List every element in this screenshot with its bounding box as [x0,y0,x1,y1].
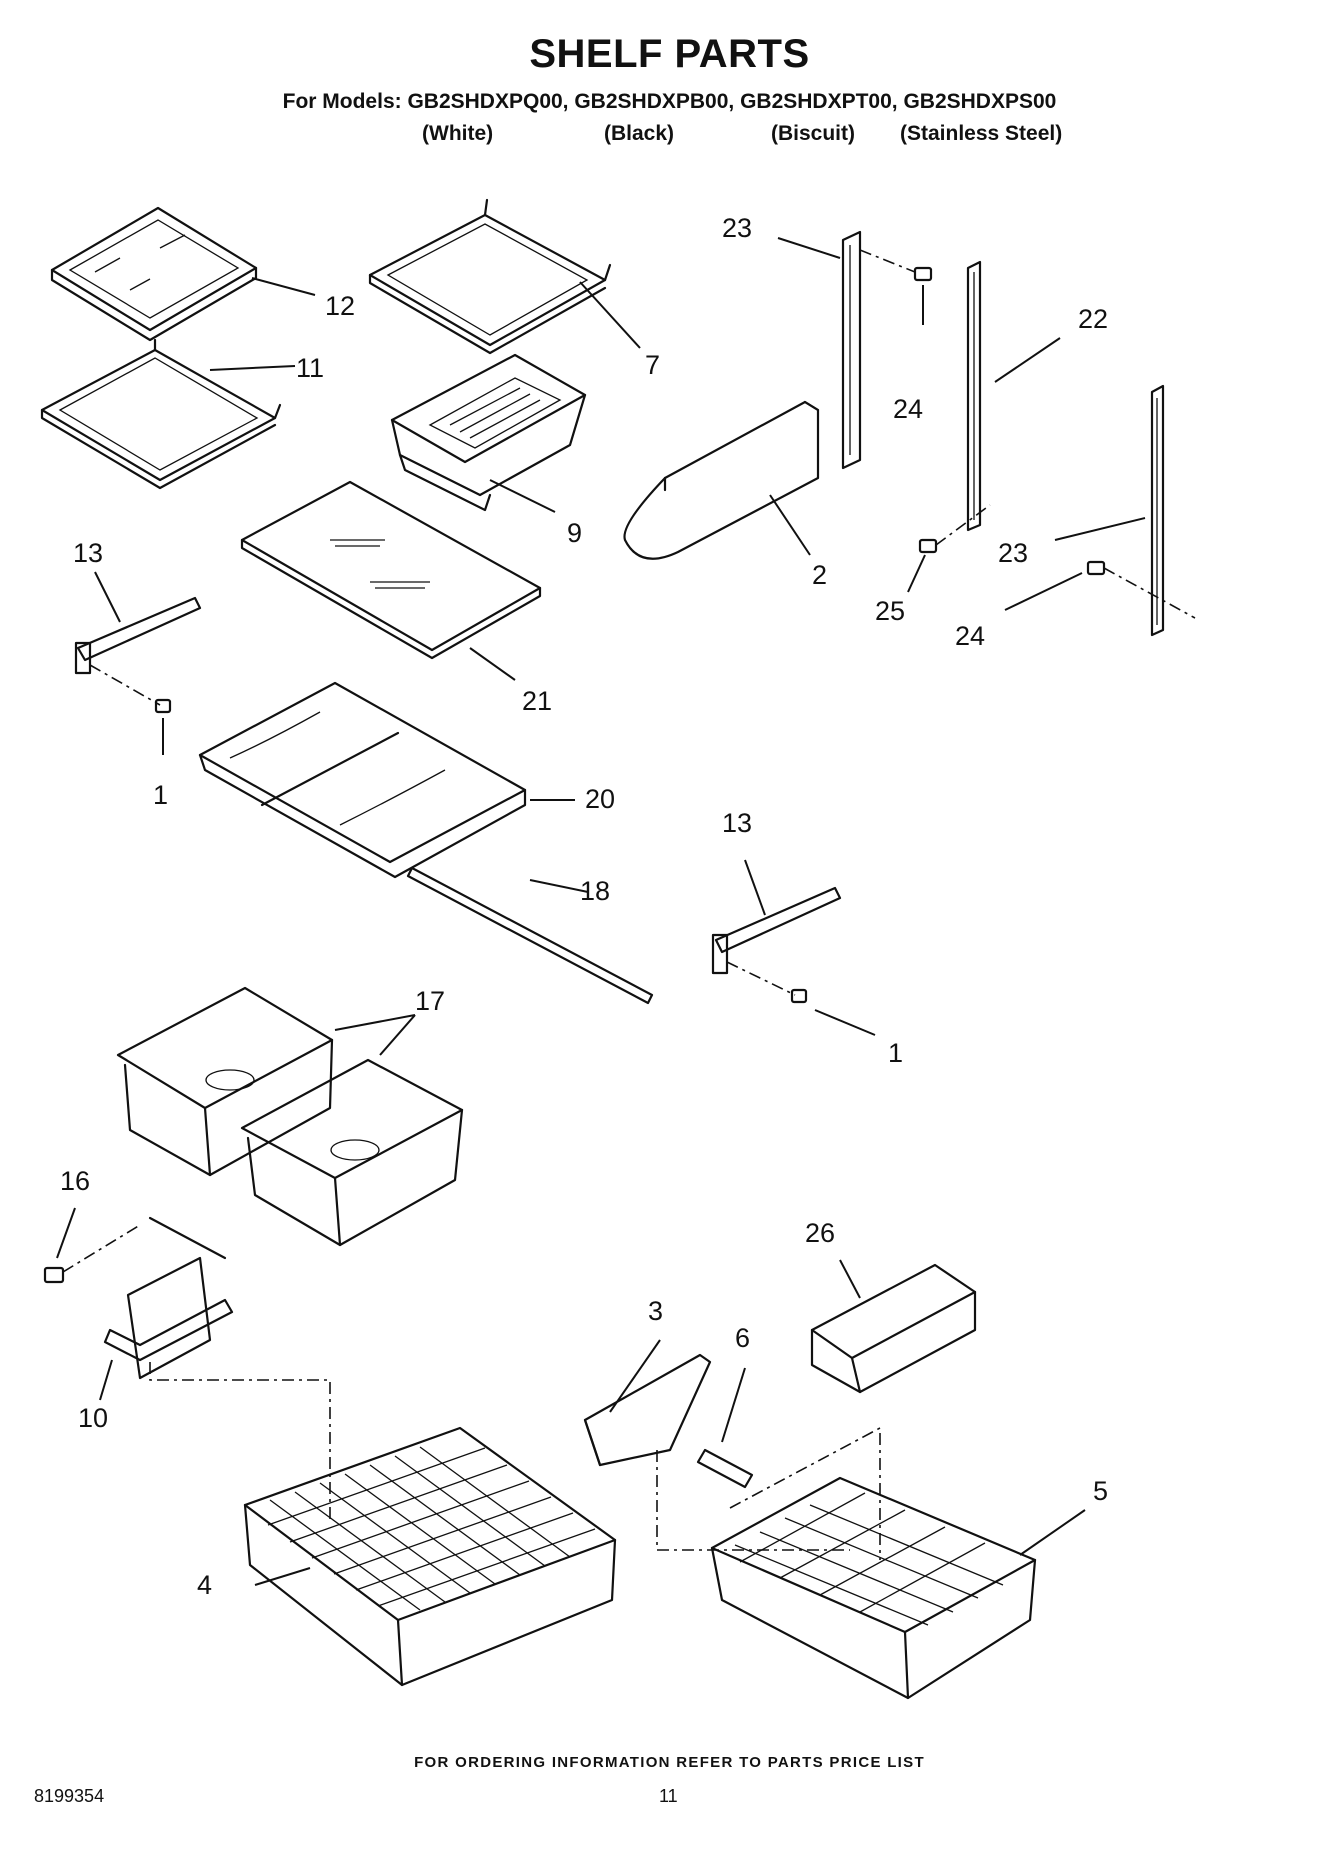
leader-23a [777,237,841,259]
part-17-crisper-pan-a [116,986,334,1177]
leader-18 [529,879,589,893]
leader-3 [609,1339,661,1413]
part-4-wire-basket [243,1426,617,1687]
leader-26 [839,1259,861,1299]
callout-23-top: 23 [722,213,753,243]
dashline-3-to-5 [656,1450,850,1551]
part-22-rail-center [966,260,982,532]
part-7-shelf-frame [368,198,612,355]
callout-3: 3 [648,1296,664,1326]
callout-1-right: 1 [888,1038,904,1068]
part-11-shelf-frame [40,338,282,490]
leader-13b [744,859,766,916]
leader-23b [1054,517,1146,541]
variant-biscuit: (Biscuit) [771,122,855,145]
part-5-wire-basket [710,1476,1037,1700]
dashline-10-to-4 [149,1362,331,1520]
callout-1-left: 1 [153,780,169,810]
callout-17: 17 [415,986,446,1016]
leader-10 [99,1359,113,1401]
callout-6: 6 [735,1323,751,1353]
leader-7 [579,281,641,349]
callout-4: 4 [197,1570,213,1600]
part-12-glass-shelf [50,206,258,342]
callout-23-right: 23 [998,538,1029,568]
callout-22: 22 [1078,304,1109,334]
callout-16: 16 [60,1166,91,1196]
leader-9 [489,479,556,513]
callout-24-bottom: 24 [955,621,986,651]
part-23-rail-right [1150,384,1165,637]
part-9-deli-drawer [390,353,587,512]
leader-16 [56,1207,76,1259]
leader-4 [254,1567,311,1586]
callout-13-right: 13 [722,808,753,838]
document-number: 8199354 [34,1786,105,1806]
part-13-support-left [74,596,202,714]
leader-25 [907,554,926,593]
callout-10: 10 [78,1403,109,1433]
leader-17b [379,1014,416,1056]
part-2-cover [623,400,820,560]
callout-13-left: 13 [73,538,104,568]
part-20-crisper-cover [198,681,527,879]
callout-2: 2 [812,560,828,590]
callout-18: 18 [580,876,611,906]
callout-5: 5 [1093,1476,1109,1506]
callout-12: 12 [325,291,356,321]
leader-2 [769,494,811,556]
part-6-tube [696,1448,754,1489]
leader-13a [94,571,121,623]
page-number: 11 [659,1786,678,1806]
part-23-rail-left [841,230,862,470]
leader-17a [334,1014,416,1031]
leader-24b [1004,572,1083,611]
part-16-screw [43,1224,141,1284]
dashline-6-to-5 [729,1426,881,1560]
part-24-screw-upper [859,249,933,282]
part-17-crisper-pan-b [240,1058,464,1247]
callout-26: 26 [805,1218,836,1248]
part-3-divider [583,1353,712,1467]
part-13-support-right [711,886,842,1004]
callout-24-top: 24 [893,394,924,424]
leader-22 [994,337,1061,383]
variant-black: (Black) [604,122,675,145]
ordering-note: FOR ORDERING INFORMATION REFER TO PARTS … [414,1754,925,1771]
callout-21: 21 [522,686,553,716]
callout-25: 25 [875,596,906,626]
variant-white: (White) [422,122,494,145]
callout-7: 7 [645,350,661,380]
leader-11 [209,365,296,371]
part-24-screw-lower [1086,560,1196,619]
part-10-divider [103,1216,234,1380]
page-title: SHELF PARTS [529,32,810,76]
leader-5 [1019,1509,1086,1556]
part-18-rod [406,866,654,1005]
models-line: For Models: GB2SHDXPQ00, GB2SHDXPB00, GB… [282,90,1057,113]
part-26-bin [810,1263,977,1394]
callout-9: 9 [567,518,583,548]
part-21-glass-panel [240,480,542,660]
part-25-screw [918,504,991,554]
leader-12 [251,277,316,296]
variant-stainless-steel: (Stainless Steel) [900,122,1063,145]
callout-20: 20 [585,784,616,814]
callout-11: 11 [296,353,325,383]
leader-21 [469,647,516,681]
leader-6 [721,1367,746,1443]
leader-1b [814,1009,876,1036]
